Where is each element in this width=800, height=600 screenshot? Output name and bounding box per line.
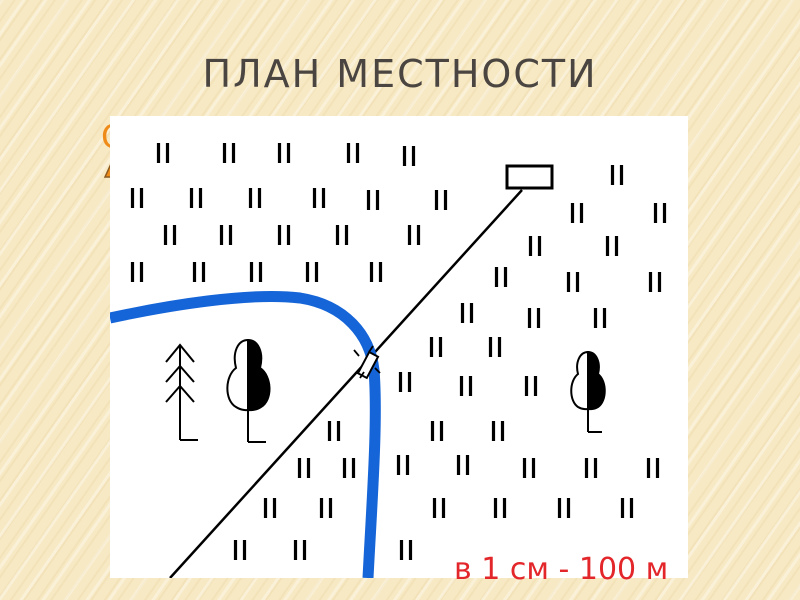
road-symbol (169, 189, 523, 579)
map-panel (108, 116, 688, 579)
deciduous-tree-symbol (226, 338, 271, 443)
conifer-tree-symbol (165, 343, 198, 441)
bridge-symbol (353, 345, 381, 380)
map-drawing (108, 143, 667, 579)
building-symbol (505, 164, 554, 190)
deciduous-tree-symbol (570, 350, 606, 433)
scale-label: в 1 см - 100 м (454, 552, 669, 587)
river-symbol (108, 291, 381, 579)
meadow-symbols (130, 143, 667, 560)
slide-title: ПЛАН МЕСТНОСТИ (202, 52, 598, 96)
